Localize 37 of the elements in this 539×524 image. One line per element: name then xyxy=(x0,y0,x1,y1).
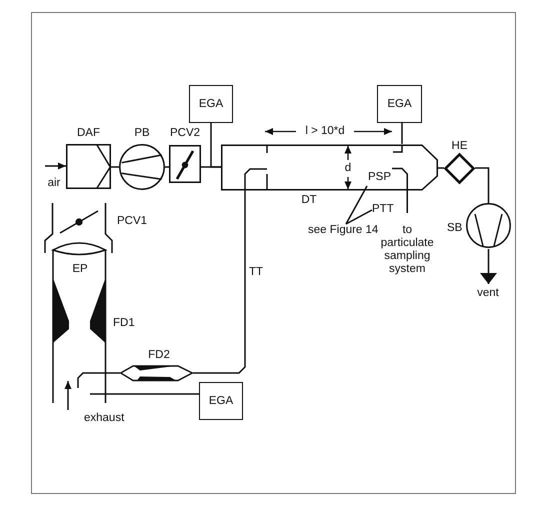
arrow xyxy=(45,162,66,170)
pipe-line xyxy=(475,167,490,203)
component-label: SB xyxy=(447,222,462,235)
pipe-line xyxy=(438,167,444,169)
leader-line xyxy=(345,186,368,224)
component-label: PB xyxy=(134,127,150,140)
component-label: PSP xyxy=(368,171,392,184)
analyzer-box: EGA xyxy=(189,85,233,123)
pipe-line xyxy=(165,166,169,168)
component-label: HE xyxy=(452,140,468,153)
analyzer-box: EGA xyxy=(377,85,422,123)
component-label: FD1 xyxy=(113,317,135,330)
analyzer-box: EGA xyxy=(199,382,243,420)
pipe-line xyxy=(111,166,119,168)
component-label: EP xyxy=(72,263,88,276)
arrow xyxy=(480,249,497,284)
flow-label: vent xyxy=(477,287,499,300)
leader-line xyxy=(346,209,372,225)
arrow xyxy=(64,381,72,410)
flow-label: exhaust xyxy=(84,412,124,425)
destination-note: to particulate sampling system xyxy=(380,224,434,276)
pipe-line xyxy=(210,123,221,168)
component-label: PCV2 xyxy=(170,127,200,140)
dimension-label: l > 10*d xyxy=(305,125,345,138)
pipe-line xyxy=(401,123,403,144)
component-label: DAF xyxy=(77,127,100,140)
pipe-line xyxy=(406,190,408,213)
component-label: FD2 xyxy=(148,349,170,362)
component-label: DT xyxy=(301,194,317,207)
part-label: PTT xyxy=(372,203,395,216)
pipe-line xyxy=(114,372,120,374)
reference-note: see Figure 14 xyxy=(308,224,379,237)
pipe-line xyxy=(193,190,246,374)
pipe-line xyxy=(114,393,199,395)
flow-label: air xyxy=(48,177,60,190)
component-label: PCV1 xyxy=(117,215,148,228)
dimension-label: d xyxy=(344,162,352,175)
